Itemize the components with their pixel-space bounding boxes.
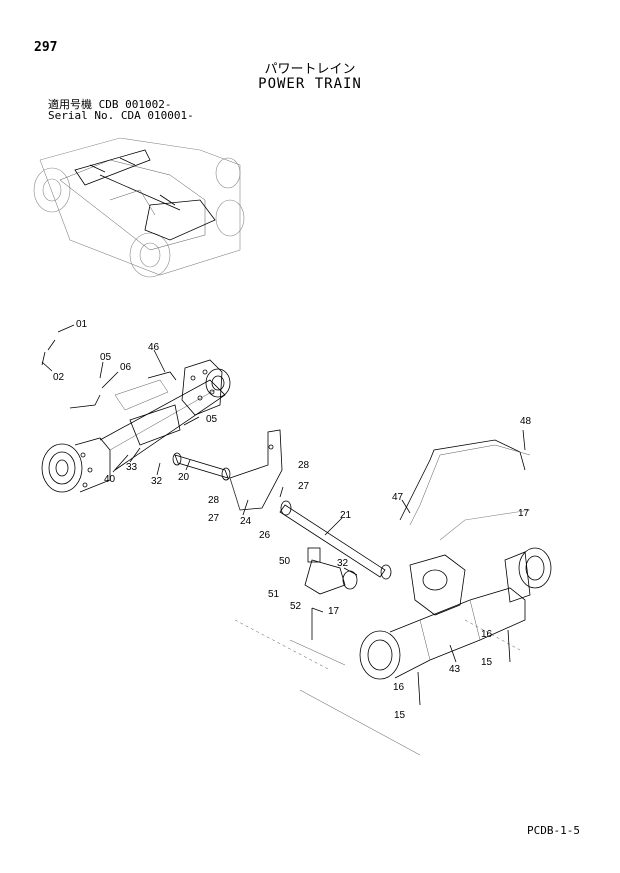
part-label: 32 bbox=[151, 476, 163, 487]
document-code: PCDB-1-5 bbox=[527, 824, 580, 837]
part-label: 48 bbox=[520, 416, 532, 427]
part-label: 15 bbox=[394, 710, 406, 721]
pump-assembly bbox=[304, 547, 358, 595]
part-label: 46 bbox=[148, 342, 160, 353]
serial-line-2: Serial No. CDA 010001- bbox=[48, 109, 194, 122]
part-labels: 01 02 05 06 46 05 40 33 32 20 24 28 27 2… bbox=[53, 319, 532, 721]
serial-line-1: 適用号機 CDB 001002- bbox=[48, 98, 172, 111]
bolts bbox=[311, 608, 511, 706]
brake-lines bbox=[41, 339, 531, 526]
part-label: 15 bbox=[481, 657, 493, 668]
part-label: 20 bbox=[178, 472, 190, 483]
part-label: 16 bbox=[393, 682, 405, 693]
part-label: 05 bbox=[100, 352, 112, 363]
part-label: 16 bbox=[481, 629, 493, 640]
part-label: 52 bbox=[290, 601, 302, 612]
part-label: 27 bbox=[298, 481, 310, 492]
part-label: 06 bbox=[120, 362, 132, 373]
title-english: POWER TRAIN bbox=[258, 76, 362, 92]
part-label: 28 bbox=[298, 460, 310, 471]
part-label: 43 bbox=[449, 664, 461, 675]
part-label: 33 bbox=[126, 462, 138, 473]
part-label: 21 bbox=[340, 510, 352, 521]
part-label: 01 bbox=[76, 319, 88, 330]
part-label: 40 bbox=[104, 474, 116, 485]
part-label: 51 bbox=[268, 589, 280, 600]
part-label: 47 bbox=[392, 492, 404, 503]
part-label: 28 bbox=[208, 495, 220, 506]
part-label: 05 bbox=[206, 414, 218, 425]
part-label: 27 bbox=[208, 513, 220, 524]
center-propeller-shaft bbox=[279, 500, 392, 580]
leader-lines bbox=[41, 324, 526, 663]
part-label: 32 bbox=[337, 558, 349, 569]
page-number: 297 bbox=[34, 40, 58, 55]
part-label: 26 bbox=[259, 530, 271, 541]
part-label: 17 bbox=[518, 508, 530, 519]
frame-guide-lines bbox=[234, 509, 531, 756]
vehicle-overview-illustration bbox=[33, 137, 245, 278]
mounting-bracket bbox=[229, 429, 283, 511]
rear-axle-assembly bbox=[359, 547, 552, 680]
part-label: 24 bbox=[240, 516, 252, 527]
part-label: 02 bbox=[53, 372, 65, 383]
title-japanese: パワートレイン bbox=[264, 61, 356, 76]
part-label: 17 bbox=[328, 606, 340, 617]
part-label: 50 bbox=[279, 556, 291, 567]
front-axle-assembly bbox=[41, 359, 231, 493]
front-propeller-shaft bbox=[172, 452, 231, 481]
